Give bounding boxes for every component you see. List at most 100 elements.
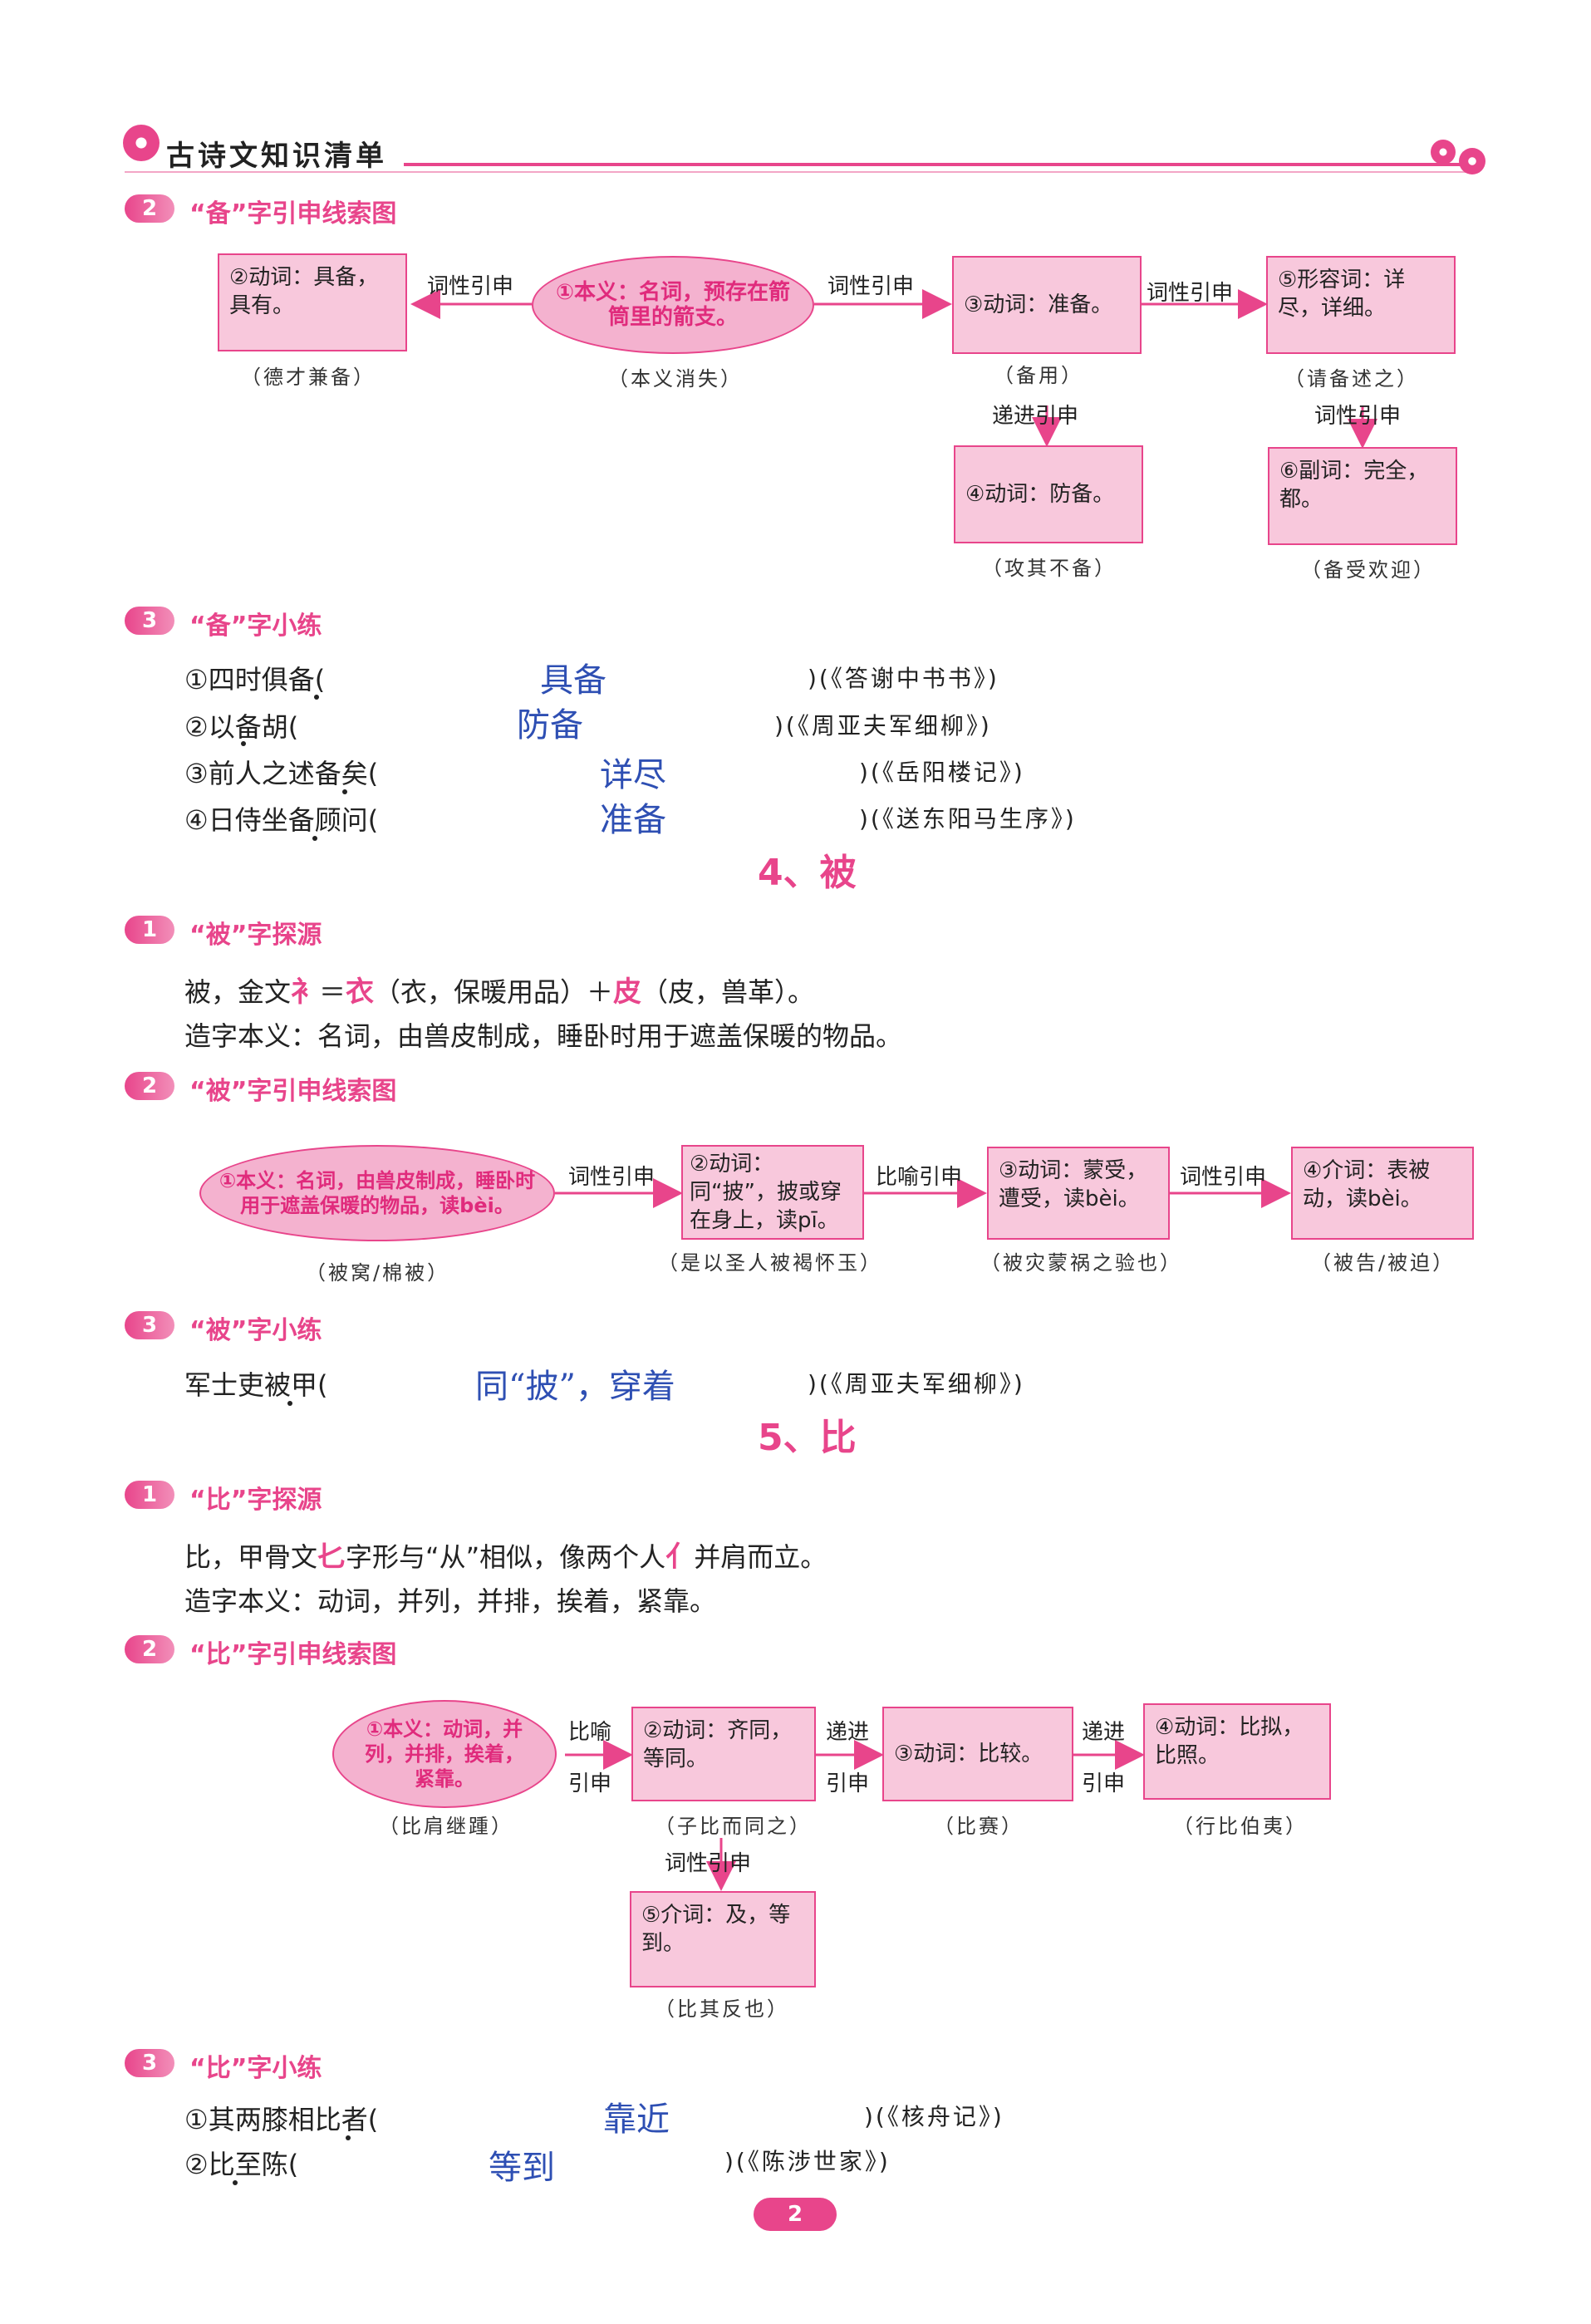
node-beicover-3: ③动词：蒙受，遭受，读bèi。 <box>987 1147 1170 1240</box>
section-header: 1 “被”字探源 <box>125 914 540 950</box>
edge-label: 比喻引申 <box>876 1165 963 1190</box>
origin-text: 并肩而立。 <box>694 1541 827 1573</box>
node-bei-6: ⑥副词：完全，都。 <box>1268 447 1457 545</box>
page-header-title: 古诗文知识清单 <box>166 140 387 173</box>
origin-line: 被，金文衤＝衣（衣，保暖用品）＋皮（皮，兽革）。 <box>184 969 814 1010</box>
edge-label: 词性引申 <box>1147 281 1234 306</box>
ancient-glyph-icon: 𠤎 <box>317 1540 346 1574</box>
edge-label: 递进 <box>826 1720 870 1745</box>
emphasis-dot <box>342 789 347 794</box>
node-caption: （请备述之） <box>1284 367 1419 391</box>
edge-label: 词性引申 <box>827 274 915 299</box>
section-title: “被”字引申线索图 <box>189 1077 397 1106</box>
exercise-question: ①四时俱备( <box>184 664 326 695</box>
exercise-source: )(《周亚夫军细柳》) <box>808 1370 1025 1398</box>
origin-text: （皮，兽革）。 <box>641 976 815 1008</box>
flower-icon <box>1459 148 1485 174</box>
exercise-question: 军士吏被甲( <box>184 1369 328 1401</box>
node-caption: （攻其不备） <box>982 557 1117 580</box>
exercise-source: )(《送东阳马生序》) <box>859 805 1077 833</box>
node-caption: （德才兼备） <box>241 366 376 389</box>
exercise-question: ①其两膝相比者( <box>184 2104 379 2135</box>
exercise-answer: 准备 <box>600 801 666 839</box>
section-heading: 4、被 <box>758 852 857 894</box>
exercise-source: )(《陈涉世家》) <box>724 2148 891 2175</box>
emphasis-dot <box>233 2180 238 2185</box>
section-title: “被”字探源 <box>189 921 322 950</box>
node-caption: （比赛） <box>934 1815 1024 1838</box>
exercise-question: ④日侍坐备顾问( <box>184 804 379 836</box>
flower-icon <box>1431 140 1456 165</box>
node-caption: （备受欢迎） <box>1301 558 1436 582</box>
exercise-answer: 同“披”，穿着 <box>475 1368 675 1406</box>
section-header: 1 “比”字探源 <box>125 1479 540 1515</box>
node-caption: （比肩继踵） <box>379 1815 513 1838</box>
section-badge: 1 <box>125 916 174 944</box>
emphasis-dot <box>241 741 246 746</box>
node-bi-3: ③动词：比较。 <box>882 1707 1073 1801</box>
edge-label: 引申 <box>826 1771 870 1796</box>
edge-label: 词性引申 <box>1314 404 1402 429</box>
node-beicover-2: ②动词：同“披”，披或穿在身上，读pī。 <box>681 1145 864 1240</box>
emphasis-dot <box>314 695 319 700</box>
origin-text: 字形与“从”相似，像两个人 <box>346 1541 666 1573</box>
section-header: 2 “备”字引申线索图 <box>125 193 540 228</box>
ancient-glyph-icon: 亻 <box>665 1540 695 1574</box>
node-bei-4: ④动词：防备。 <box>954 445 1143 543</box>
ancient-glyph-icon: 衤 <box>291 975 320 1009</box>
node-bi-2: ②动词：齐同，等同。 <box>631 1707 816 1801</box>
origin-text: 被，金文 <box>184 976 292 1008</box>
origin-text: 比，甲骨文 <box>184 1541 318 1573</box>
page-number: 2 <box>754 2198 837 2231</box>
origin-text: （衣，保暖用品）＋ <box>374 976 614 1008</box>
node-bi-1: ①本义：动词，并列，并排，挨着，紧靠。 <box>332 1700 557 1808</box>
section-badge: 3 <box>125 2049 174 2077</box>
edge-label: 词性引申 <box>665 1851 752 1876</box>
section-title: “比”字小练 <box>189 2054 322 2083</box>
node-beicover-4: ④介词：表被动，读bèi。 <box>1291 1147 1474 1240</box>
node-bei-2: ②动词：具备，具有。 <box>218 253 407 351</box>
edge-label: 比喻 <box>568 1720 612 1745</box>
section-header: 2 “被”字引申线索图 <box>125 1070 540 1106</box>
node-caption: （行比伯夷） <box>1173 1815 1308 1838</box>
exercise-source: )(《岳阳楼记》) <box>859 759 1025 786</box>
edge-label: 词性引申 <box>427 274 514 299</box>
node-bei-1: ①本义：名词，预存在箭筒里的箭支。 <box>532 256 814 354</box>
section-badge: 3 <box>125 1311 174 1339</box>
section-title: “备”字小练 <box>189 612 322 641</box>
exercise-question: ③前人之述备矣( <box>184 758 379 789</box>
node-beicover-1: ①本义：名词，由兽皮制成，睡卧时用于遮盖保暖的物品，读bèi。 <box>199 1145 555 1241</box>
section-badge: 2 <box>125 194 174 223</box>
edge-label: 引申 <box>568 1771 612 1796</box>
node-caption: （子比而同之） <box>655 1815 812 1838</box>
section-header: 3 “比”字小练 <box>125 2047 540 2083</box>
section-header: 2 “比”字引申线索图 <box>125 1634 540 1669</box>
edge-label: 词性引申 <box>1180 1165 1267 1190</box>
section-badge: 1 <box>125 1481 174 1509</box>
node-bi-4: ④动词：比拟，比照。 <box>1143 1703 1331 1800</box>
edge-label: 引申 <box>1082 1771 1126 1796</box>
section-header: 3 “备”字小练 <box>125 605 540 641</box>
section-heading: 5、比 <box>758 1417 857 1459</box>
section-badge: 2 <box>125 1072 174 1100</box>
exercise-answer: 具备 <box>540 661 606 700</box>
exercise-answer: 防备 <box>517 706 583 744</box>
exercise-answer: 靠近 <box>603 2100 670 2139</box>
edge-label: 递进 <box>1082 1720 1126 1745</box>
origin-line: 造字本义：名词，由兽皮制成，睡卧时用于遮盖保暖的物品。 <box>184 1020 903 1052</box>
flower-icon <box>123 125 160 161</box>
ancient-glyph-icon: 皮 <box>613 975 642 1009</box>
node-caption: （被告/被迫） <box>1311 1251 1456 1275</box>
exercise-question: ②比至陈( <box>184 2149 299 2180</box>
section-title: “比”字引申线索图 <box>189 1640 397 1669</box>
section-header: 3 “被”字小练 <box>125 1309 540 1345</box>
exercise-source: )(《周亚夫军细柳》) <box>774 712 992 739</box>
emphasis-dot <box>312 836 317 841</box>
exercise-source: )(《答谢中书书》) <box>808 665 999 692</box>
header-rule <box>404 163 1467 166</box>
emphasis-dot <box>346 2135 351 2140</box>
section-title: “备”字引申线索图 <box>189 199 397 228</box>
node-bi-5: ⑤介词：及，等到。 <box>630 1891 816 1987</box>
node-caption: （比其反也） <box>655 1997 789 2021</box>
exercise-answer: 详尽 <box>600 756 666 794</box>
